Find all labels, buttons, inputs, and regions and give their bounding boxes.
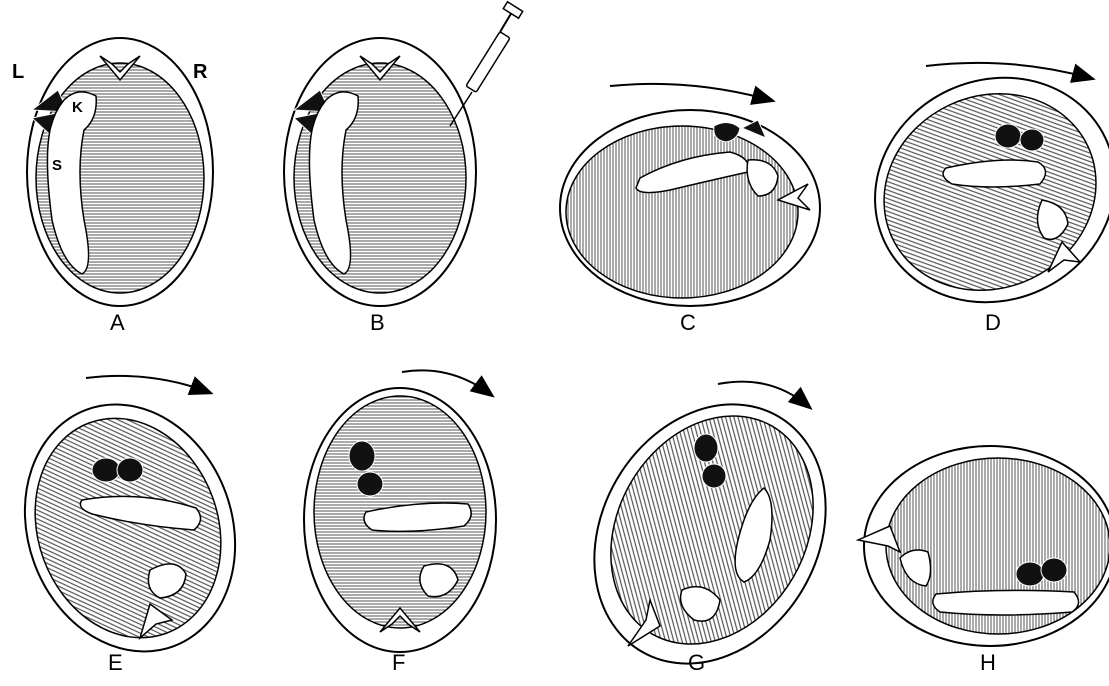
kidney-right	[117, 458, 143, 482]
panel-label-g: G	[688, 650, 705, 675]
kidney-left	[995, 124, 1021, 148]
panel-g: G	[548, 362, 871, 686]
panel-label-b: B	[370, 310, 385, 335]
panel-label-a: A	[110, 310, 125, 335]
kidney-upper	[349, 441, 375, 471]
kidney-left	[1016, 562, 1044, 586]
syringe-handle	[503, 2, 523, 18]
rotation-arrow	[86, 376, 208, 392]
panel-label-c: C	[680, 310, 696, 335]
syringe-plunger	[500, 12, 512, 32]
panel-label-h: H	[980, 650, 996, 675]
rotation-arrow	[718, 382, 808, 406]
organ-large	[933, 590, 1079, 615]
spine-organ-label: S	[52, 157, 62, 174]
kidney-right	[1020, 129, 1044, 151]
panel-h: H	[858, 446, 1109, 675]
rotation-arrow	[926, 63, 1090, 78]
fluid-fill	[566, 126, 798, 298]
fluid-fill	[571, 379, 854, 681]
fluid-fill	[5, 392, 251, 664]
syringe-barrel	[466, 32, 510, 93]
kidney-organ-label: K	[72, 99, 83, 116]
kidney-left	[92, 458, 120, 482]
kidney-right	[1041, 558, 1067, 582]
panel-label-f: F	[392, 650, 405, 675]
panel-label-e: E	[108, 650, 123, 675]
panel-a: L R K S A	[12, 38, 213, 335]
panel-d: D	[838, 39, 1109, 342]
panel-label-d: D	[985, 310, 1001, 335]
panel-f: F	[304, 370, 496, 675]
panel-e: E	[0, 375, 269, 682]
right-side-marker: R	[193, 61, 208, 83]
kidney-lower	[702, 464, 726, 488]
kidney-upper	[694, 434, 718, 462]
panel-b: B	[284, 2, 523, 335]
left-side-marker: L	[12, 61, 24, 83]
kidney-lower	[357, 472, 383, 496]
rotation-arrow	[610, 84, 770, 100]
panel-c: C	[560, 84, 820, 335]
